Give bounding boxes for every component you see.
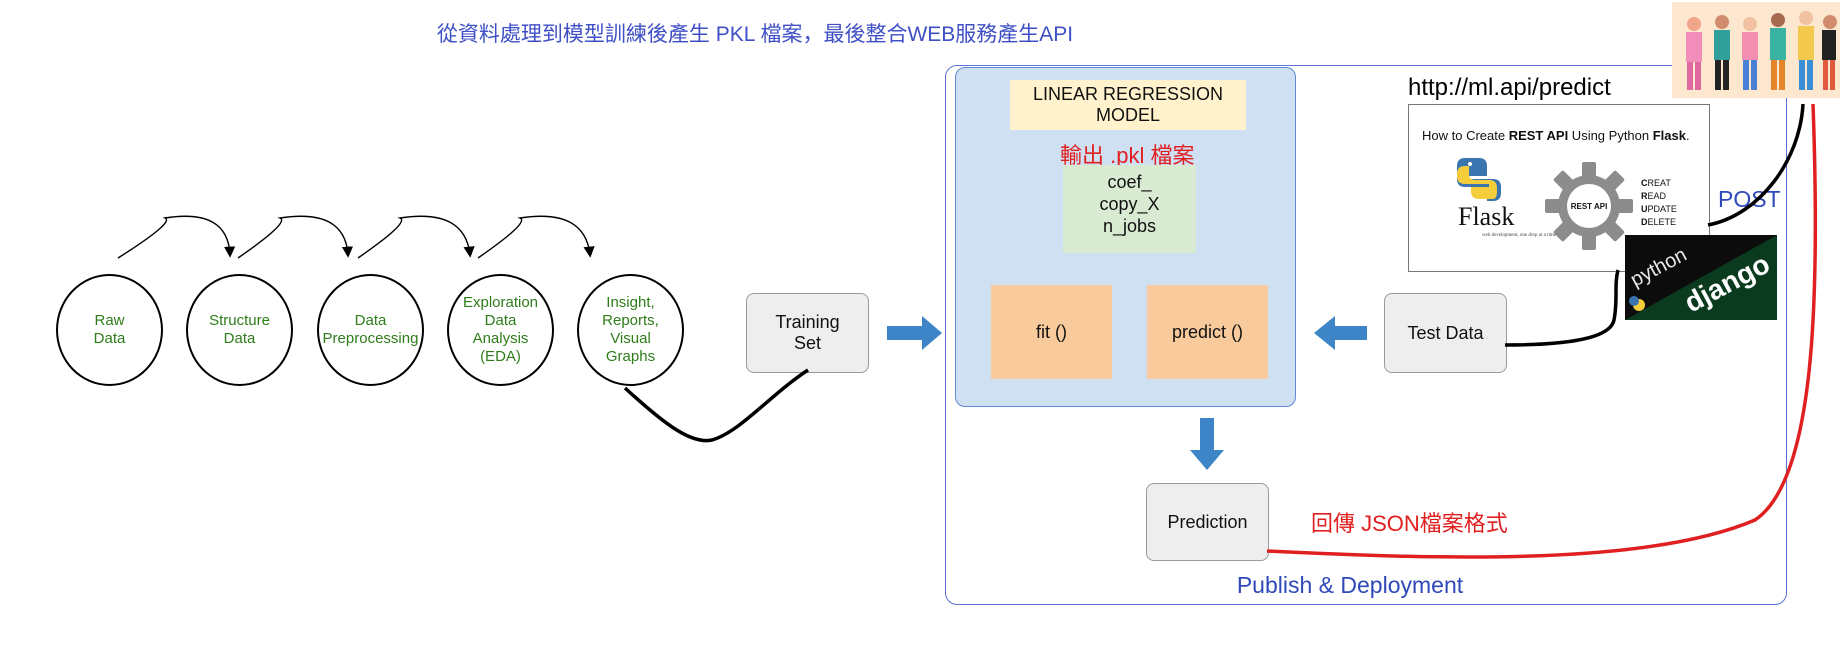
python-django-logo: python django xyxy=(1625,235,1777,320)
connector-test-to-api xyxy=(1504,269,1620,347)
flow-arrow-preprocessing-eda xyxy=(357,215,475,259)
training-set-box: Training Set xyxy=(746,293,869,373)
model-attributes: coef_ copy_X n_jobs xyxy=(1063,165,1196,253)
crud-list: CREAT READ UPDATE DELETE xyxy=(1641,177,1677,229)
crud-create: CREAT xyxy=(1641,178,1671,188)
arrow-test-to-model xyxy=(1314,316,1367,350)
python-flask-logo: Flask web development, one drop at a tim… xyxy=(1457,158,1557,238)
predict-method-box: predict () xyxy=(1147,285,1268,379)
flow-arrow-structure-preprocessing xyxy=(237,215,354,259)
arrow-training-to-model xyxy=(887,316,942,350)
api-url: http://ml.api/predict xyxy=(1408,74,1611,101)
deployment-label: Publish & Deployment xyxy=(1236,572,1464,598)
team-people-icon xyxy=(1686,11,1837,90)
flow-arrow-raw-structure xyxy=(117,215,236,259)
data-preprocessing-node: Data Preprocessing xyxy=(317,274,424,386)
crud-update: UPDATE xyxy=(1641,204,1677,214)
flask-tagline: web development, one drop at a time xyxy=(1482,233,1557,238)
pkl-output-label: 輸出 .pkl 檔案 xyxy=(1060,143,1195,168)
attribute-copy-x: copy_X xyxy=(1099,194,1160,214)
connector-insight-training xyxy=(623,368,809,443)
prediction-box: Prediction xyxy=(1146,483,1269,561)
test-data-box: Test Data xyxy=(1384,293,1507,373)
fit-method-box: fit () xyxy=(991,285,1112,379)
crud-read: READ xyxy=(1641,191,1667,201)
model-title: LINEAR REGRESSION MODEL xyxy=(1010,80,1246,130)
attribute-n-jobs: n_jobs xyxy=(1102,216,1157,236)
flask-logo-text: Flask xyxy=(1458,202,1514,231)
flow-arrow-eda-insight xyxy=(477,215,595,259)
diagram-title: 從資料處理到模型訓練後產生 PKL 檔案，最後整合WEB服務產生API xyxy=(436,23,1074,46)
connector-post xyxy=(1707,103,1805,227)
connector-json-return xyxy=(1266,103,1818,559)
python-django-card: python django xyxy=(1625,235,1777,320)
arrow-model-to-prediction xyxy=(1190,418,1224,470)
structure-data-node: Structure Data xyxy=(186,274,293,386)
rest-api-badge-text: REST API xyxy=(1571,202,1608,211)
people-illustration xyxy=(1672,2,1840,98)
flask-card-heading: How to Create REST API Using Python Flas… xyxy=(1422,128,1690,143)
rest-api-gear-icon: REST API xyxy=(1545,162,1633,250)
raw-data-node: Raw Data xyxy=(56,274,163,386)
json-return-label: 回傳 JSON檔案格式 xyxy=(1311,511,1508,536)
insight-reports-node: Insight, Reports, Visual Graphs xyxy=(577,274,684,386)
attribute-coef: coef_ xyxy=(1107,172,1152,192)
crud-delete: DELETE xyxy=(1641,217,1677,227)
python-logo-icon xyxy=(1457,158,1501,201)
deployment-container xyxy=(945,65,1787,605)
eda-node: Exploration Data Analysis (EDA) xyxy=(447,274,554,386)
